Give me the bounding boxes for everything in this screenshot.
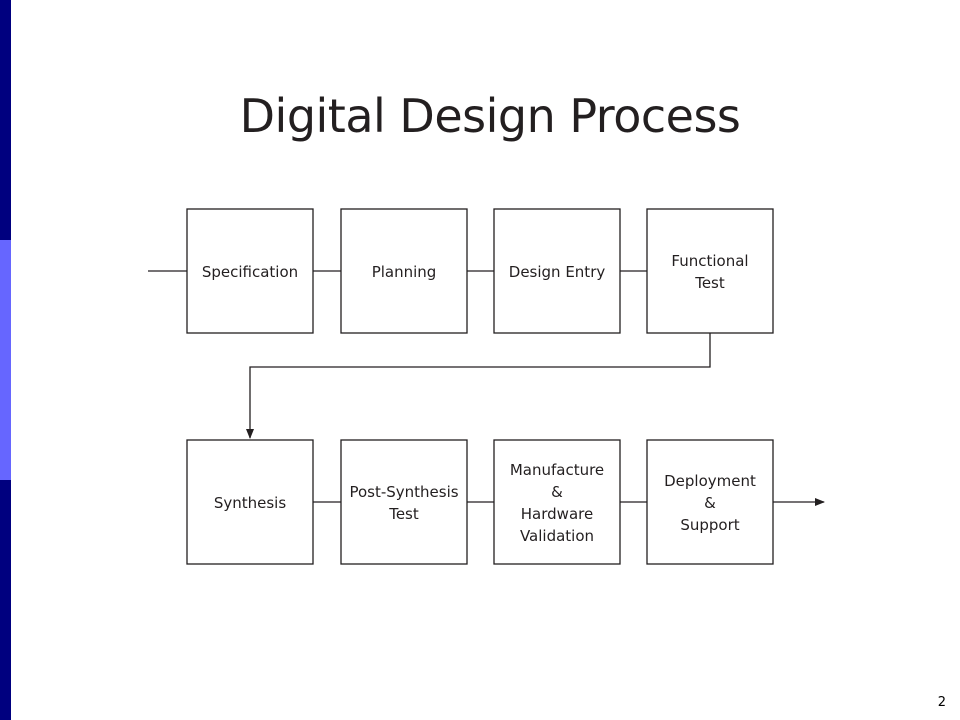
- process-label-deployment-support: Support: [680, 516, 739, 534]
- process-label-post-synthesis-test: Test: [388, 505, 419, 523]
- process-box-manufacture-hardware-validation: [493, 439, 621, 565]
- process-label-planning: Planning: [372, 263, 437, 281]
- process-label-design-entry: Design Entry: [509, 263, 606, 281]
- side-bar-middle: [0, 240, 11, 480]
- process-label-functional-test: Functional: [671, 252, 748, 270]
- return-arrow: [246, 333, 711, 439]
- page-number: 2: [937, 695, 946, 710]
- process-box-specification: [186, 208, 314, 334]
- process-label-post-synthesis-test: Post-Synthesis: [349, 483, 458, 501]
- process-label-manufacture-hardware-validation: Validation: [520, 527, 594, 545]
- process-box-design-entry: [493, 208, 621, 334]
- process-box-deployment-support: [646, 439, 774, 565]
- process-box-functional-test: [646, 208, 774, 334]
- process-label-manufacture-hardware-validation: Hardware: [521, 505, 593, 523]
- slide-title: Digital Design Process: [239, 89, 741, 143]
- process-label-manufacture-hardware-validation: &: [551, 483, 563, 501]
- process-label-manufacture-hardware-validation: Manufacture: [510, 461, 604, 479]
- process-label-deployment-support: Deployment: [664, 472, 756, 490]
- process-label-specification: Specification: [202, 263, 298, 281]
- process-label-functional-test: Test: [694, 274, 725, 292]
- process-box-post-synthesis-test: [340, 439, 468, 565]
- process-label-synthesis: Synthesis: [214, 494, 287, 512]
- process-label-deployment-support: &: [704, 494, 716, 512]
- side-bar-top: [0, 0, 11, 240]
- side-bar-bottom: [0, 480, 11, 720]
